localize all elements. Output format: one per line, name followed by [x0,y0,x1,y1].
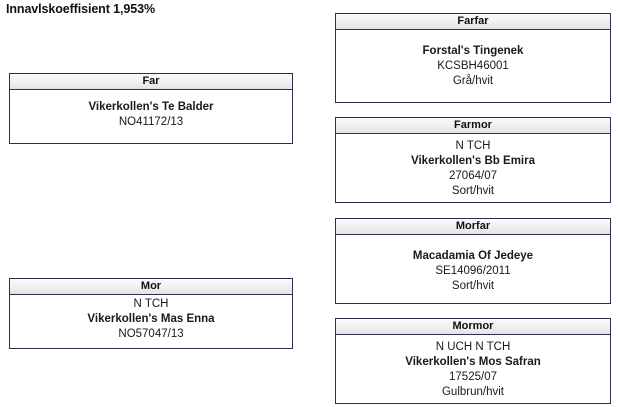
pedigree-box-farmor-header: Farmor [336,118,610,134]
pedigree-box-far-header: Far [10,74,292,90]
pedigree-box-morfar-reg-no: SE14096/2011 [435,265,511,277]
page-title: Innavlskoeffisient 1,953% [6,2,155,16]
pedigree-box-mor-header: Mor [10,279,292,295]
pedigree-box-farfar-reg-no: KCSBH46001 [437,60,509,72]
pedigree-box-morfar-name: Macadamia Of Jedeye [412,250,534,262]
pedigree-box-farfar-color: Grå/hvit [452,75,494,87]
pedigree-box-mormor-titles: N UCH N TCH [435,341,511,353]
pedigree-box-farmor-color: Sort/hvit [451,185,495,197]
pedigree-box-mormor[interactable]: Mormor N UCH N TCH Vikerkollen's Mos Saf… [335,318,611,404]
pedigree-box-far-name: Vikerkollen's Te Balder [88,101,214,113]
pedigree-box-farfar[interactable]: Farfar Forstal's Tingenek KCSBH46001 Grå… [335,13,611,103]
pedigree-box-farfar-name: Forstal's Tingenek [422,45,524,57]
pedigree-box-far-reg-no: NO41172/13 [118,116,184,128]
pedigree-box-farfar-header: Farfar [336,14,610,30]
pedigree-box-morfar-body: Macadamia Of Jedeye SE14096/2011 Sort/hv… [336,235,610,303]
pedigree-box-farmor-body: N TCH Vikerkollen's Bb Emira 27064/07 So… [336,134,610,202]
pedigree-box-mor-reg-no: NO57047/13 [118,328,184,340]
pedigree-box-mormor-name: Vikerkollen's Mos Safran [405,356,541,368]
pedigree-box-farmor-reg-no: 27064/07 [449,170,497,182]
pedigree-box-mor-titles: N TCH [133,298,169,310]
pedigree-box-mormor-body: N UCH N TCH Vikerkollen's Mos Safran 175… [336,335,610,403]
pedigree-box-farmor[interactable]: Farmor N TCH Vikerkollen's Bb Emira 2706… [335,117,611,203]
pedigree-box-morfar-color: Sort/hvit [451,280,495,292]
pedigree-box-mor[interactable]: Mor N TCH Vikerkollen's Mas Enna NO57047… [9,278,293,349]
pedigree-box-mormor-reg-no: 17525/07 [449,371,497,383]
pedigree-box-morfar-header: Morfar [336,219,610,235]
pedigree-box-far[interactable]: Far Vikerkollen's Te Balder NO41172/13 [9,73,293,144]
pedigree-box-mormor-color: Gulbrun/hvit [441,386,504,398]
pedigree-box-farmor-titles: N TCH [455,140,491,152]
pedigree-box-mor-body: N TCH Vikerkollen's Mas Enna NO57047/13 [10,295,292,348]
pedigree-box-mormor-header: Mormor [336,319,610,335]
pedigree-box-morfar[interactable]: Morfar Macadamia Of Jedeye SE14096/2011 … [335,218,611,304]
pedigree-box-farmor-name: Vikerkollen's Bb Emira [411,155,535,167]
pedigree-box-farfar-body: Forstal's Tingenek KCSBH46001 Grå/hvit [336,30,610,102]
pedigree-box-mor-name: Vikerkollen's Mas Enna [87,313,215,325]
pedigree-box-far-body: Vikerkollen's Te Balder NO41172/13 [10,90,292,143]
